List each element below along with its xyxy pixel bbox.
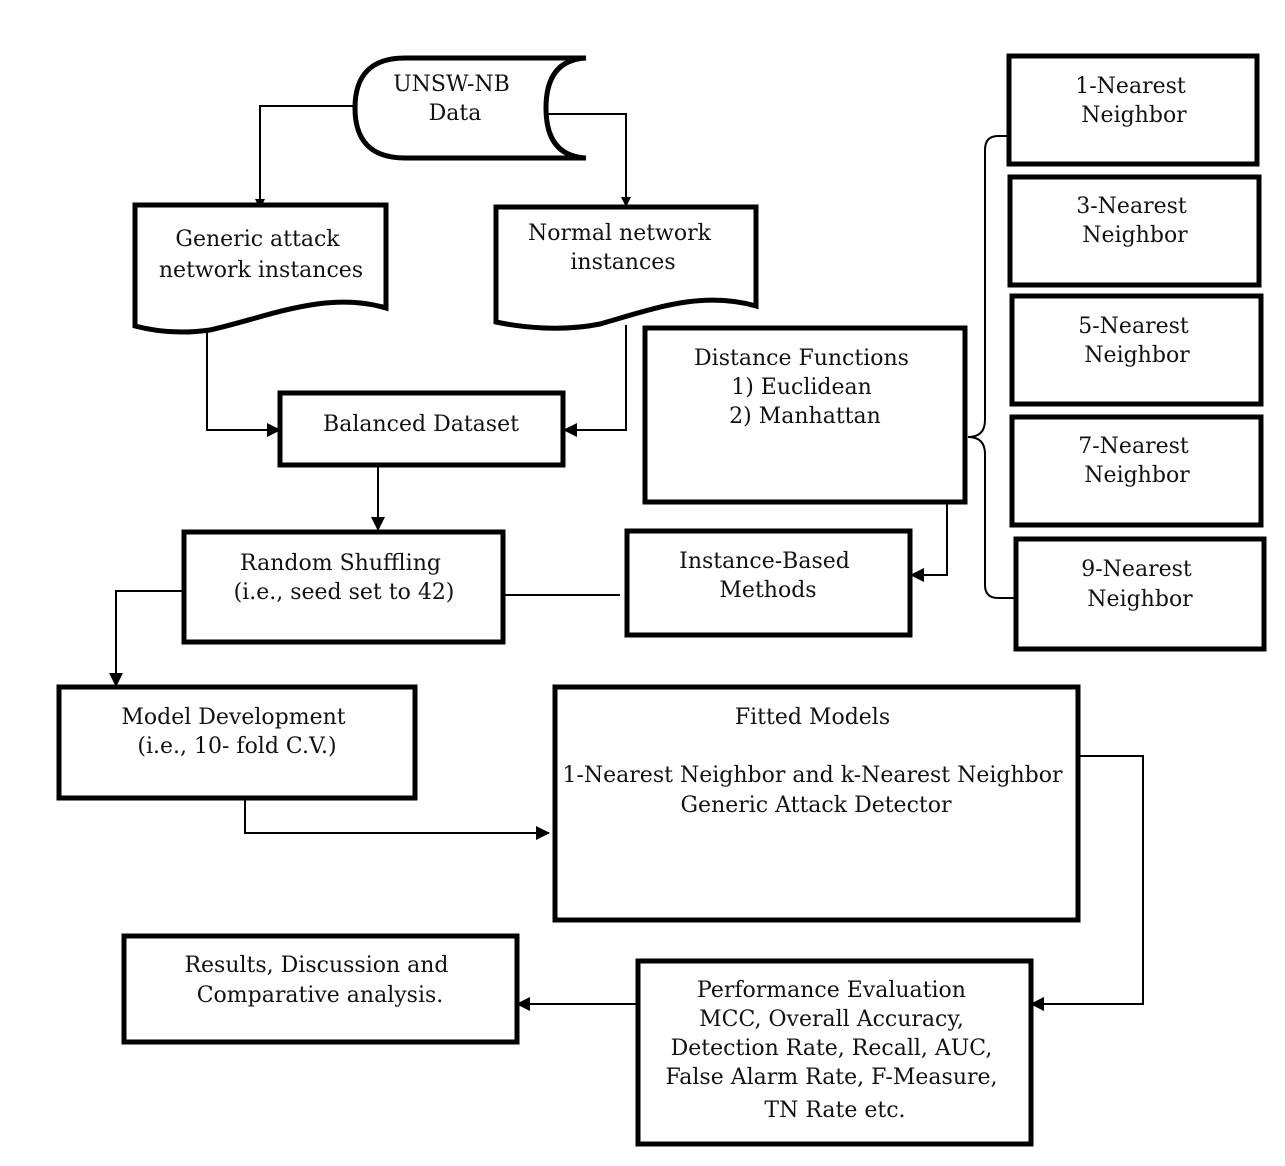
- nn5-node: 5-Nearest Neighbor: [1009, 293, 1264, 407]
- neighbor-group-brace: [967, 135, 1014, 599]
- nn5-label: 5-Nearest Neighbor: [1078, 314, 1195, 368]
- model-development-node: Model Development (i.e., 10- fold C.V.): [56, 684, 418, 801]
- results-label: Results, Discussion and Comparative anal…: [184, 953, 455, 1008]
- balanced-dataset-label: Balanced Dataset: [323, 412, 519, 437]
- generic-attack-label: Generic attack network instances: [159, 227, 363, 283]
- fitted-models-node: Fitted Models 1-Nearest Neighbor and k-N…: [552, 684, 1081, 923]
- nn3-label: 3-Nearest Neighbor: [1076, 194, 1193, 248]
- results-node: Results, Discussion and Comparative anal…: [121, 933, 520, 1045]
- unsw-data-node: UNSW-NB Data: [352, 55, 587, 161]
- performance-evaluation-node: Performance Evaluation MCC, Overall Accu…: [635, 958, 1034, 1147]
- instance-based-node: Instance-Based Methods: [624, 528, 913, 638]
- connectors: [109, 105, 1144, 1011]
- arrow-distance-to-instance-based: [910, 504, 948, 582]
- nn1-label: 1-Nearest Neighbor: [1075, 74, 1192, 128]
- normal-network-node: Normal network instances: [493, 204, 759, 331]
- model-development-label: Model Development (i.e., 10- fold C.V.): [121, 705, 352, 759]
- generic-attack-node: Generic attack network instances: [132, 202, 389, 335]
- normal-network-label: Normal network instances: [528, 221, 718, 275]
- nn7-label: 7-Nearest Neighbor: [1078, 434, 1195, 488]
- nn7-node: 7-Nearest Neighbor: [1009, 414, 1264, 528]
- arrow-model-development-to-fitted: [244, 800, 550, 840]
- arrow-data-to-generic-attack: [255, 105, 356, 209]
- fitted-models-label: Fitted Models 1-Nearest Neighbor and k-N…: [562, 705, 1069, 818]
- random-shuffling-node: Random Shuffling (i.e., seed set to 42): [181, 529, 506, 645]
- nn3-node: 3-Nearest Neighbor: [1007, 174, 1262, 288]
- distance-functions-label: Distance Functions 1) Euclidean 2) Manha…: [694, 346, 916, 429]
- arrow-data-to-normal-network: [546, 113, 631, 207]
- nn1-node: 1-Nearest Neighbor: [1006, 53, 1260, 167]
- arrow-generic-to-balanced: [206, 332, 281, 437]
- arrow-shuffling-to-model-development: [109, 590, 183, 687]
- arrow-fitted-to-performance: [1030, 755, 1144, 1011]
- unsw-data-label: UNSW-NB Data: [393, 72, 517, 126]
- nn9-node: 9-Nearest Neighbor: [1013, 536, 1267, 652]
- performance-evaluation-label: Performance Evaluation MCC, Overall Accu…: [665, 978, 1004, 1123]
- instance-based-label: Instance-Based Methods: [679, 549, 857, 603]
- random-shuffling-label: Random Shuffling (i.e., seed set to 42): [234, 551, 455, 605]
- arrow-normal-to-balanced: [563, 325, 627, 437]
- balanced-dataset-node: Balanced Dataset: [277, 390, 566, 468]
- distance-functions-node: Distance Functions 1) Euclidean 2) Manha…: [642, 325, 968, 505]
- nn9-label: 9-Nearest Neighbor: [1081, 557, 1198, 612]
